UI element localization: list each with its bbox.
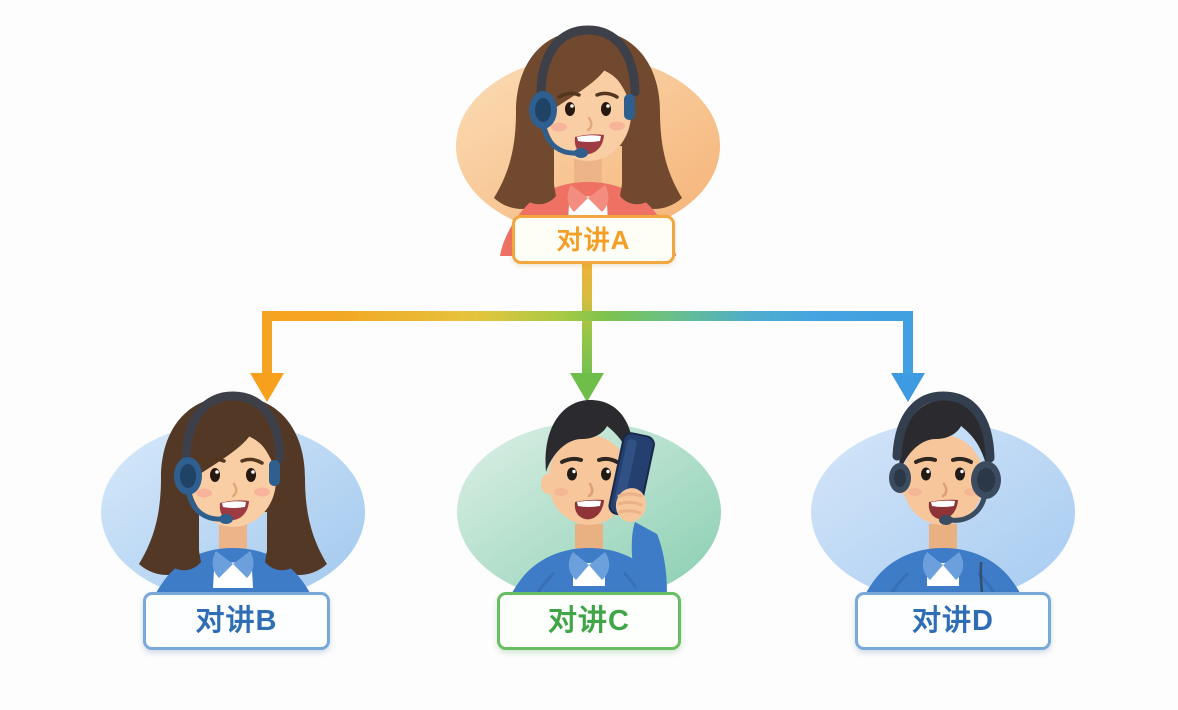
- arrow-a-to-c: [570, 373, 604, 402]
- female-agent-with-headset: [139, 396, 327, 622]
- node-d-label: 对讲D: [855, 592, 1051, 650]
- node-c-label: 对讲C: [497, 592, 681, 650]
- arrow-a-to-d: [891, 311, 925, 402]
- node-a-label: 对讲A: [512, 215, 675, 264]
- avatar-agent-a: [456, 6, 720, 256]
- avatar-agent-c: [457, 372, 721, 622]
- arrow-branch-bar: [262, 311, 913, 321]
- arrow-a-to-b: [250, 311, 284, 402]
- avatar-agent-b: [101, 372, 365, 622]
- avatar-agent-d: [811, 372, 1075, 622]
- node-b-label: 对讲B: [143, 592, 330, 650]
